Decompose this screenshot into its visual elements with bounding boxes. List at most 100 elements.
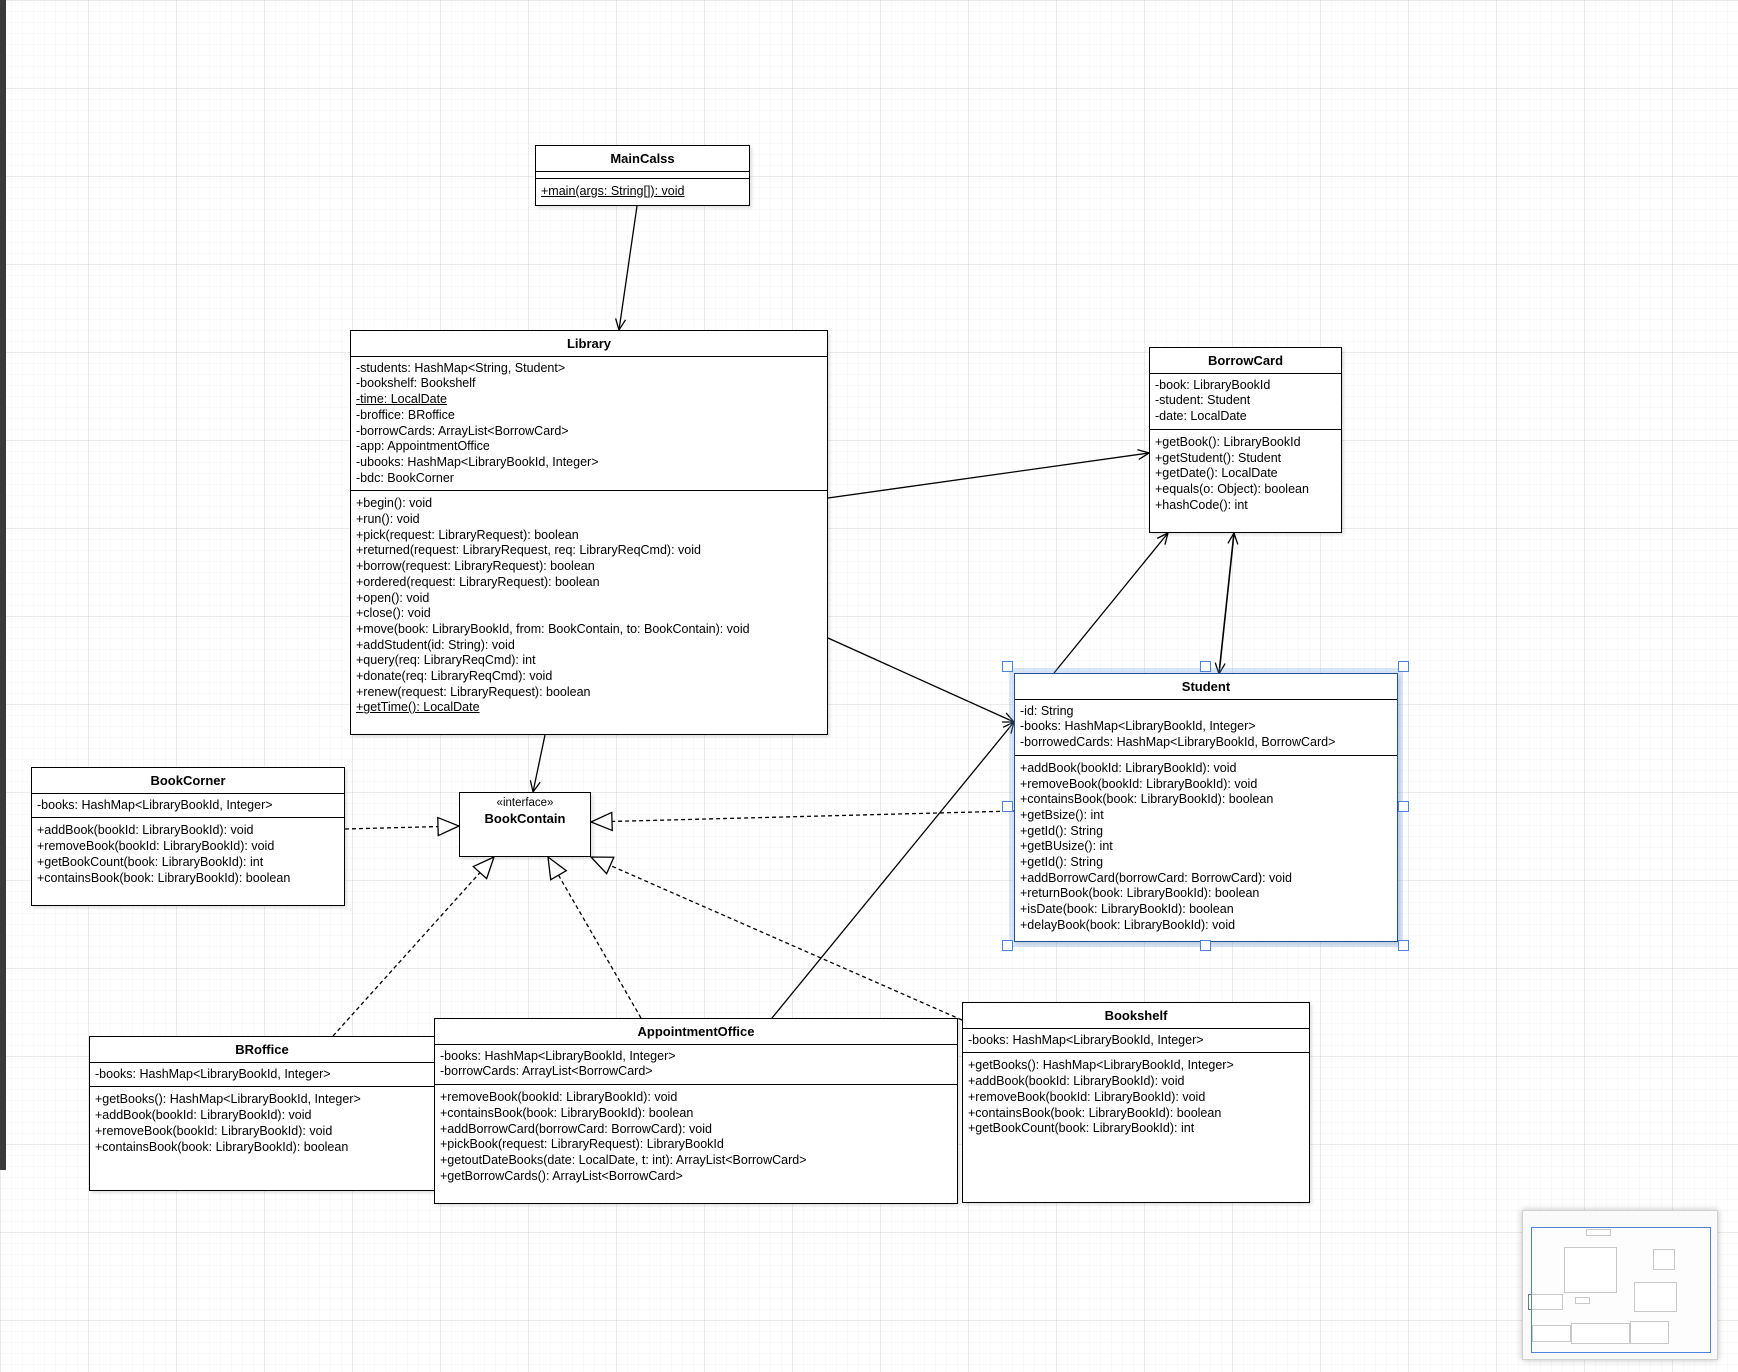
operation-line: +delayBook(book: LibraryBookId): void (1020, 917, 1236, 932)
realization-bookcorner-bookcontain[interactable] (344, 816, 461, 837)
minimap-viewport[interactable] (1531, 1227, 1711, 1353)
class-broffice-attributes: -books: HashMap<LibraryBookId, Integer> (90, 1063, 434, 1088)
resize-handle-bottom-left[interactable] (1002, 940, 1013, 951)
operation-line: +addBorrowCard(borrowCard: BorrowCard): … (440, 1121, 712, 1136)
interface-bookcontain-name: BookContain (484, 811, 566, 826)
resize-handle-top-left[interactable] (1002, 661, 1013, 672)
operation-line: +containsBook(book: LibraryBookId): bool… (1020, 792, 1274, 807)
operation-line: +returned(request: LibraryRequest, req: … (356, 543, 701, 558)
operation-line: +getBsize(): int (1020, 807, 1104, 822)
class-borrowcard-name: BorrowCard (1150, 348, 1341, 374)
class-bookcorner-attributes: -books: HashMap<LibraryBookId, Integer> (32, 794, 344, 819)
class-student-name: Student (1015, 674, 1397, 700)
class-appointmentoffice[interactable]: AppointmentOffice -books: HashMap<Librar… (434, 1018, 958, 1204)
class-appointmentoffice-operations: +removeBook(bookId: LibraryBookId): void… (435, 1085, 957, 1188)
operation-line: +addBook(bookId: LibraryBookId): void (95, 1108, 312, 1123)
operation-line: +containsBook(book: LibraryBookId): bool… (95, 1139, 349, 1154)
operation-line: +getId(): String (1020, 823, 1104, 838)
realization-appointmentoffice-bookcontain[interactable] (547, 855, 642, 1019)
class-library-attributes: -students: HashMap<String, Student> -boo… (351, 357, 827, 492)
class-bookcorner[interactable]: BookCorner -books: HashMap<LibraryBookId… (31, 767, 345, 906)
resize-handle-middle-right[interactable] (1398, 801, 1409, 812)
operation-line: +getId(): String (1020, 855, 1104, 870)
outline-minimap[interactable] (1522, 1210, 1718, 1360)
operation-line: +removeBook(bookId: LibraryBookId): void (37, 839, 275, 854)
operation-line: +query(req: LibraryReqCmd): int (356, 653, 536, 668)
operation-line: +pickBook(request: LibraryRequest): Libr… (440, 1137, 724, 1152)
operation-line: +getStudent(): Student (1155, 450, 1282, 465)
attribute-line: -date: LocalDate (1155, 409, 1247, 424)
operation-line: +run(): void (356, 512, 420, 527)
operation-line: +removeBook(bookId: LibraryBookId): void (1020, 776, 1258, 791)
attribute-line: -app: AppointmentOffice (356, 439, 490, 454)
operation-line: +getoutDateBooks(date: LocalDate, t: int… (440, 1152, 807, 1167)
operation-line: +open(): void (356, 590, 430, 605)
operation-line: +move(book: LibraryBookId, from: BookCon… (356, 621, 750, 636)
edge-library-to-borrowcard[interactable] (827, 448, 1151, 499)
edge-library-to-bookcontain[interactable] (529, 734, 546, 794)
operation-line: +getBorrowCards(): ArrayList<BorrowCard> (440, 1168, 683, 1183)
class-library[interactable]: Library -students: HashMap<String, Stude… (350, 330, 828, 735)
operation-line: +addBook(bookId: LibraryBookId): void (1020, 760, 1237, 775)
operation-line: +getTime(): LocalDate (356, 700, 480, 715)
realization-broffice-bookcontain[interactable] (332, 855, 496, 1037)
operation-line: +donate(req: LibraryReqCmd): void (356, 669, 553, 684)
class-appointmentoffice-attributes: -books: HashMap<LibraryBookId, Integer> … (435, 1045, 957, 1086)
class-student[interactable]: Student -id: String -books: HashMap<Libr… (1014, 673, 1398, 942)
attribute-line: -book: LibraryBookId (1155, 377, 1271, 392)
edge-library-to-student[interactable] (827, 637, 1016, 723)
class-bookcorner-name: BookCorner (32, 768, 344, 794)
operation-line: +begin(): void (356, 496, 433, 511)
realization-student-bookcontain[interactable] (589, 810, 1015, 832)
class-broffice-operations: +getBooks(): HashMap<LibraryBookId, Inte… (90, 1087, 434, 1159)
attribute-line: -borrowCards: ArrayList<BorrowCard> (440, 1064, 653, 1079)
operation-line: +containsBook(book: LibraryBookId): bool… (968, 1105, 1222, 1120)
operation-line: +equals(o: Object): boolean (1155, 481, 1309, 496)
operation-line: +getBUsize(): int (1020, 839, 1113, 854)
class-bookshelf-operations: +getBooks(): HashMap<LibraryBookId, Inte… (963, 1053, 1309, 1141)
resize-handle-bottom-center[interactable] (1200, 940, 1211, 951)
operation-line: +getBooks(): HashMap<LibraryBookId, Inte… (95, 1092, 361, 1107)
operation-line: +addBook(bookId: LibraryBookId): void (37, 823, 254, 838)
edge-appointmentoffice-to-student[interactable] (771, 720, 1015, 1019)
attribute-line: -borrowedCards: HashMap<LibraryBookId, B… (1020, 735, 1336, 750)
class-broffice[interactable]: BRoffice -books: HashMap<LibraryBookId, … (89, 1036, 435, 1191)
class-broffice-name: BRoffice (90, 1037, 434, 1063)
operation-line: +removeBook(bookId: LibraryBookId): void (440, 1090, 678, 1105)
operation-line: +addBorrowCard(borrowCard: BorrowCard): … (1020, 870, 1292, 885)
operation-line: +borrow(request: LibraryRequest): boolea… (356, 559, 595, 574)
edge-student-borrowcard-bidirectional[interactable] (1214, 531, 1239, 676)
operation-line: +addStudent(id: String): void (356, 637, 515, 652)
resize-handle-top-center[interactable] (1200, 661, 1211, 672)
operation-line: +getDate(): LocalDate (1155, 466, 1278, 481)
attribute-line: -student: Student (1155, 393, 1251, 408)
class-bookcorner-operations: +addBook(bookId: LibraryBookId): void +r… (32, 818, 344, 890)
attribute-line: -id: String (1020, 703, 1074, 718)
resize-handle-middle-left[interactable] (1002, 801, 1013, 812)
class-student-operations: +addBook(bookId: LibraryBookId): void +r… (1015, 756, 1397, 938)
edge-mainclass-to-library[interactable] (615, 205, 638, 332)
operation-line: +pick(request: LibraryRequest): boolean (356, 527, 579, 542)
attribute-line: -borrowCards: ArrayList<BorrowCard> (356, 423, 569, 438)
class-mainclass-attributes (536, 172, 749, 179)
left-panel-edge (0, 0, 6, 1170)
realization-bookshelf-bookcontain[interactable] (589, 856, 963, 1021)
class-mainclass[interactable]: MainCalss +main(args: String[]): void (535, 145, 750, 206)
attribute-line: -books: HashMap<LibraryBookId, Integer> (1020, 719, 1256, 734)
resize-handle-bottom-right[interactable] (1398, 940, 1409, 951)
interface-bookcontain[interactable]: «interface» BookContain (459, 792, 591, 857)
class-borrowcard[interactable]: BorrowCard -book: LibraryBookId -student… (1149, 347, 1342, 533)
class-bookshelf[interactable]: Bookshelf -books: HashMap<LibraryBookId,… (962, 1002, 1310, 1203)
operation-line: +hashCode(): int (1155, 497, 1248, 512)
class-appointmentoffice-name: AppointmentOffice (435, 1019, 957, 1045)
operation-line: +returnBook(book: LibraryBookId): boolea… (1020, 886, 1260, 901)
operation-line: +removeBook(bookId: LibraryBookId): void (95, 1123, 333, 1138)
attribute-line: -broffice: BRoffice (356, 407, 455, 422)
class-mainclass-operations: +main(args: String[]): void (536, 179, 749, 204)
operation-line: +removeBook(bookId: LibraryBookId): void (968, 1089, 1206, 1104)
operation-line: +getBookCount(book: LibraryBookId): int (968, 1121, 1195, 1136)
operation-line: +close(): void (356, 606, 431, 621)
edge-student-to-borrowcard[interactable] (1053, 531, 1169, 674)
resize-handle-top-right[interactable] (1398, 661, 1409, 672)
